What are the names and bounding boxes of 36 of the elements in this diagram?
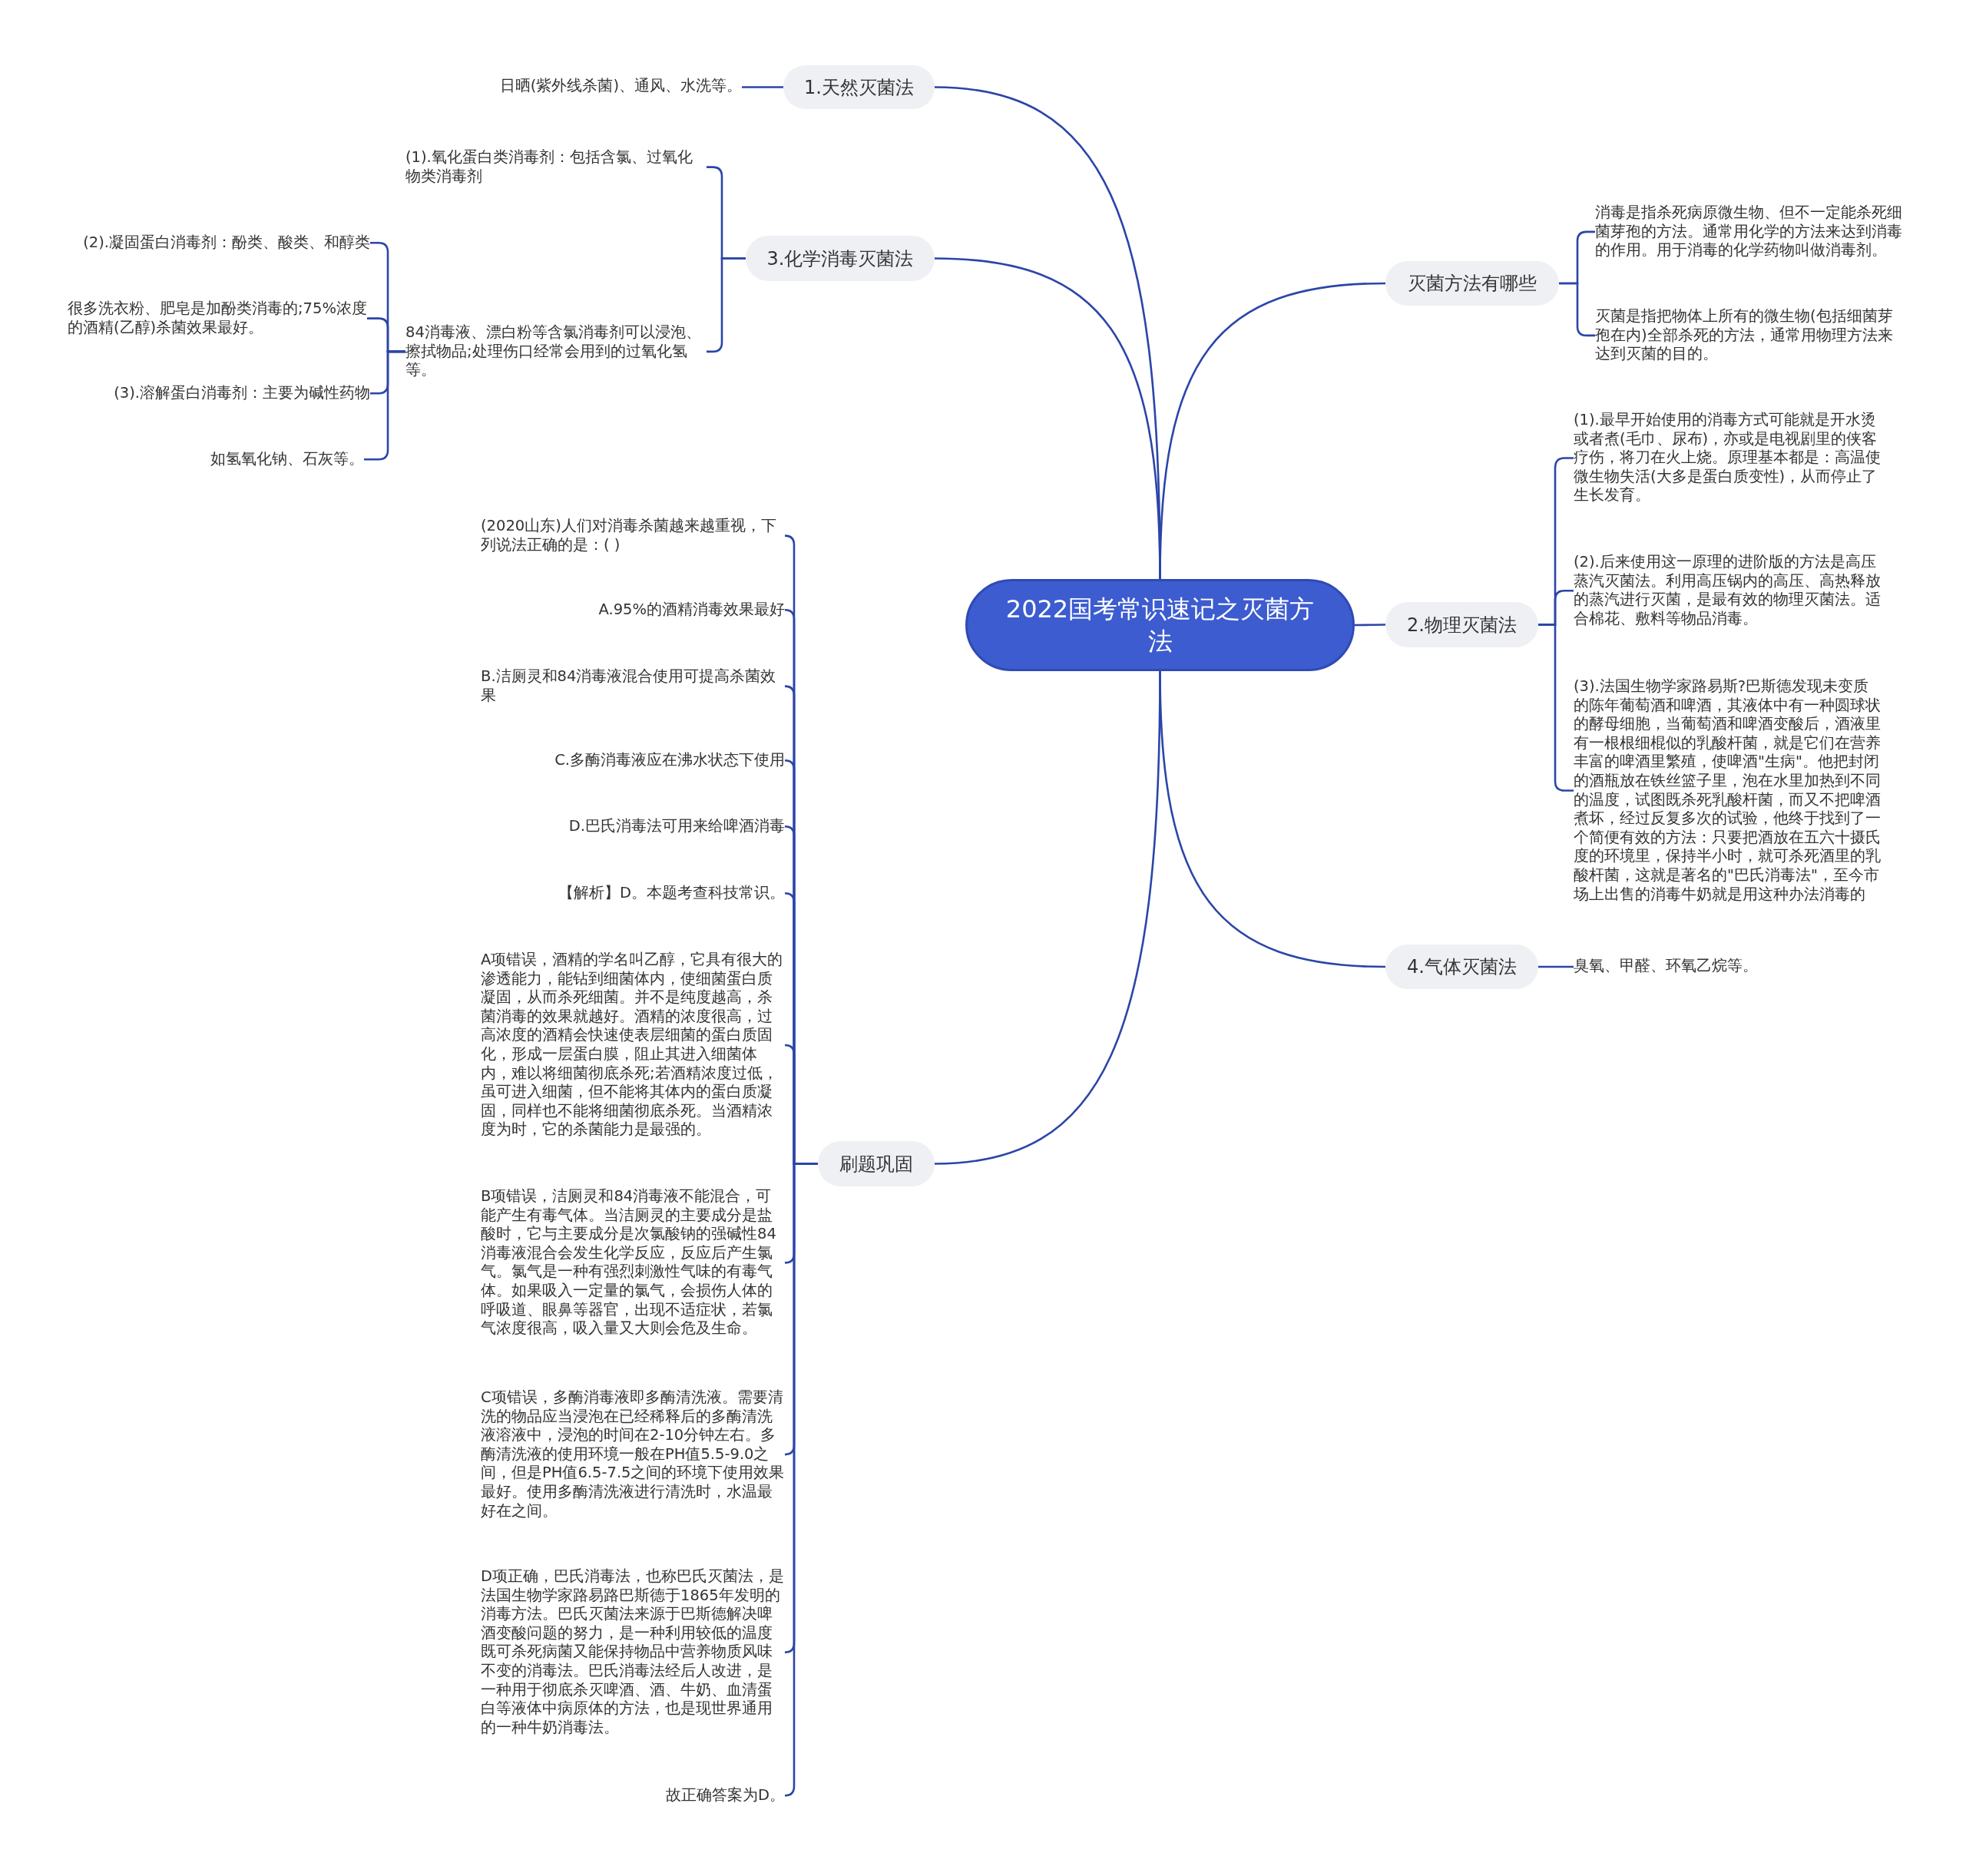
central-topic: 2022国考常识速记之灭菌方法: [965, 579, 1355, 671]
connector: [1355, 624, 1385, 627]
note-text: 如氢氧化钠、石灰等。: [69, 450, 364, 469]
topic-pill: 2.物理灭菌法: [1385, 602, 1538, 647]
note-text: (2020山东)人们对消毒杀菌越来越重视，下列说法正确的是：( ): [481, 517, 785, 555]
connector: [742, 86, 783, 88]
connector: [1538, 965, 1574, 968]
connector: [1159, 670, 1386, 968]
note-text: 【解析】D。本题考查科技常识。: [481, 884, 785, 903]
note-text: A项错误，酒精的学名叫乙醇，它具有很大的渗透能力，能钻到细菌体内，使细菌蛋白质凝固，从而杀死细菌。并不是纯度越高，杀菌消毒的效果就越好。酒精的浓度很高，过高浓度的酒精会快速使表层细菌的蛋白质固化，形成一层蛋白膜，阻止其进入细菌体内，难以将细菌彻底杀死;若酒精浓度过低，虽可进入细菌，但不能将其体内的蛋白质凝固，同样也不能将细菌彻底杀死。当酒精浓度为时，它的杀菌能力是最强的。: [481, 951, 785, 1140]
note-text: 日晒(紫外线杀菌)、通风、水洗等。: [476, 77, 742, 96]
topic-pill: 4.气体灭菌法: [1385, 945, 1538, 989]
note-text: 灭菌是指把物体上所有的微生物(包括细菌芽孢在内)全部杀死的方法，通常用物理方法来达到灭菌的目的。: [1595, 307, 1902, 364]
note-text: (1).最早开始使用的消毒方式可能就是开水烫或者煮(毛巾、尿布)，亦或是电视剧里的侠客疗伤，将刀在火上烧。原理基本都是：高温使微生物失活(大多是蛋白质变性)，从而停止了生长发育。: [1574, 411, 1881, 505]
note-text: 84消毒液、漂白粉等含氯消毒剂可以浸泡、擦拭物品;处理伤口经常会用到的过氧化氢等。: [405, 323, 707, 380]
note-text: (3).溶解蛋白消毒剂：主要为碱性药物: [69, 384, 370, 403]
note-text: C.多酶消毒液应在沸水状态下使用: [481, 751, 785, 770]
note-text: 很多洗衣粉、肥皂是加酚类消毒的;75%浓度的酒精(乙醇)杀菌效果最好。: [68, 299, 367, 338]
note-text: 消毒是指杀死病原微生物、但不一定能杀死细菌芽孢的方法。通常用化学的方法来达到消毒的作用。用于消毒的化学药物叫做消毒剂。: [1595, 203, 1902, 260]
topic-pill: 灭菌方法有哪些: [1385, 261, 1559, 306]
note-text: (2).凝固蛋白消毒剂：酚类、酸类、和醇类: [69, 233, 370, 253]
note-text: D项正确，巴氏消毒法，也称巴氏灭菌法，是法国生物学家路易路巴斯德于1865年发明的消毒方法。巴氏灭菌法来源于巴斯德解决啤酒变酸问题的努力，是一种利用较低的温度既可杀死病菌又能保持物品中营养物质风味不变的消毒法。巴氏消毒法经后人改进，是一种用于彻底杀灭啤酒、酒、牛奶、血清蛋白等液体中病原体的方法，也是现世界通用的一种牛奶消毒法。: [481, 1567, 785, 1738]
note-text: B项错误，洁厕灵和84消毒液不能混合，可能产生有毒气体。当洁厕灵的主要成分是盐酸时，它与主要成分是次氯酸钠的强碱性84消毒液混合会发生化学反应，反应后产生氯气。氯气是一种有强烈刺激性气味的有毒气体。如果吸入一定量的氯气，会损伤人体的呼吸道、眼鼻等器官，出现不适症状，若氯气浓度很高，吸入量又大则会危及生命。: [481, 1187, 785, 1338]
topic-pill: 3.化学消毒灭菌法: [746, 236, 935, 281]
note-text: D.巴氏消毒法可用来给啤酒消毒: [481, 817, 785, 836]
topic-pill: 刷题巩固: [818, 1141, 935, 1186]
note-text: C项错误，多酶消毒液即多酶清洗液。需要清洗的物品应当浸泡在已经稀释后的多酶清洗液溶液中，浸泡的时间在2-10分钟左右。多酶清洗液的使用环境一般在PH值5.5-9.0之间，但是PH值6.5-7.5之间的环境下使用效果最好。使用多酶清洗液进行清洗时，水温最好在之间。: [481, 1388, 785, 1521]
note-text: (2).后来使用这一原理的进阶版的方法是高压蒸汽灭菌法。利用高压锅内的高压、高热释放的蒸汽进行灭菌，是最有效的物理灭菌法。适合棉花、敷料等物品消毒。: [1574, 553, 1881, 629]
note-text: 故正确答案为D。: [481, 1786, 785, 1805]
note-text: (1).氧化蛋白类消毒剂：包括含氯、过氧化物类消毒剂: [405, 148, 707, 187]
note-text: (3).法国生物学家路易斯?巴斯德发现未变质的陈年葡萄酒和啤酒，其液体中有一种圆球状的酵母细胞，当葡萄酒和啤酒变酸后，酒液里有一根根细棍似的乳酸杆菌，就是它们在营养丰富的啤酒里繁殖，使啤酒"生病"。他把封闭的酒瓶放在铁丝篮子里，泡在水里加热到不同的温度，试图既杀死乳酸杆菌，而又不把啤酒煮坏，经过反复多次的试验，他终于找到了一个简便有效的方法：只要把酒放在五六十摄氏度的环境里，保持半小时，就可杀死酒里的乳酸杆菌，这就是著名的"巴氏消毒法"，至今市场上出售的消毒牛奶就是用这种办法消毒的: [1574, 677, 1881, 905]
note-text: B.洁厕灵和84消毒液混合使用可提高杀菌效果: [481, 667, 785, 706]
note-text: 臭氧、甲醛、环氧乙烷等。: [1574, 957, 1881, 976]
topic-pill: 1.天然灭菌法: [783, 65, 935, 109]
connector: [1159, 282, 1386, 580]
note-text: A.95%的酒精消毒效果最好: [481, 601, 785, 620]
